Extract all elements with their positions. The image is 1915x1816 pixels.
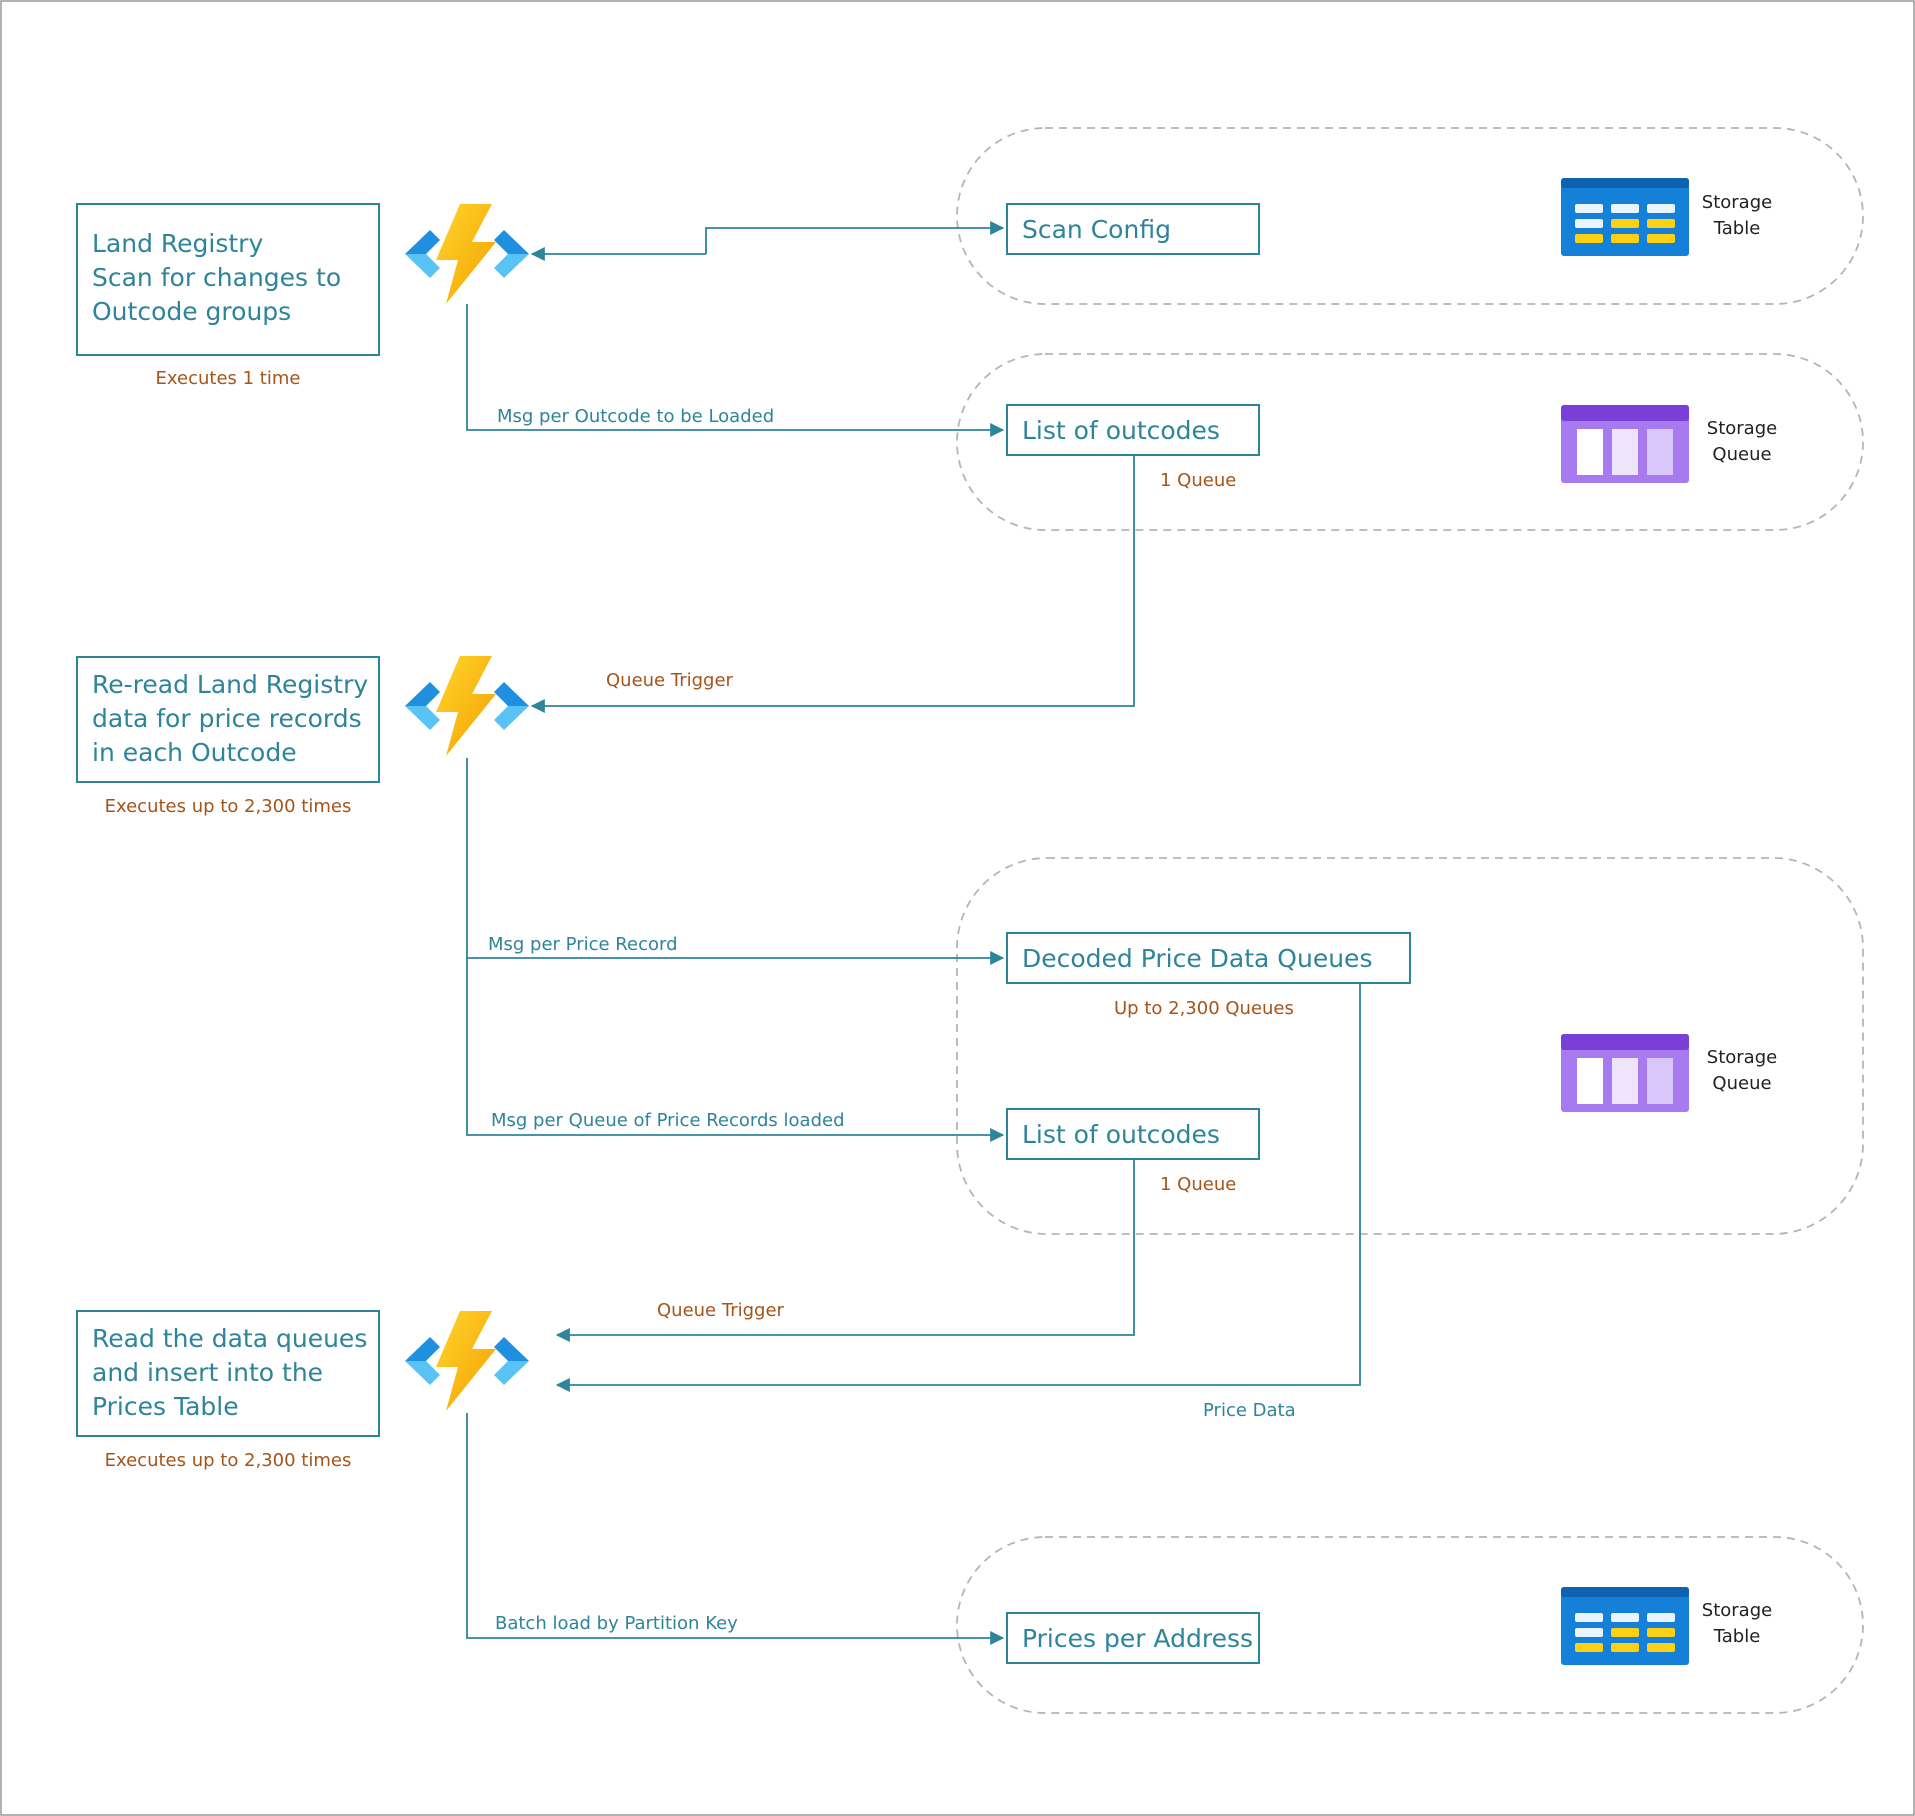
executes-label: Executes up to 2,300 times bbox=[104, 796, 352, 817]
service-label-line: Table bbox=[1713, 1626, 1761, 1647]
storage-queue-icon bbox=[1561, 405, 1689, 483]
queue-count-label: 1 Queue bbox=[1160, 1174, 1237, 1195]
storage-group-outcodes bbox=[956, 353, 1864, 531]
function-text-line: Scan for changes to bbox=[92, 263, 342, 292]
store-scan-config: Scan Config bbox=[1006, 203, 1260, 255]
store-decoded-queues: Decoded Price Data Queues bbox=[1006, 932, 1411, 984]
service-label-queue: Storage Queue bbox=[1687, 1045, 1797, 1097]
storage-table-icon bbox=[1561, 1587, 1689, 1665]
connector-batch-load bbox=[466, 1413, 1005, 1645]
service-label-line: Storage bbox=[1701, 1600, 1773, 1621]
service-label-line: Storage bbox=[1701, 192, 1773, 213]
storage-group-prices bbox=[956, 1536, 1864, 1714]
function-text-line: Land Registry bbox=[92, 229, 264, 258]
store-prices-per-address: Prices per Address bbox=[1006, 1612, 1260, 1664]
connector-scan-config bbox=[705, 221, 1005, 254]
connector-label-msg-queue: Msg per Queue of Price Records loaded bbox=[491, 1110, 845, 1131]
store-label: Decoded Price Data Queues bbox=[1022, 943, 1373, 973]
queue-count-label: 1 Queue bbox=[1160, 470, 1237, 491]
connector-label-batch-load: Batch load by Partition Key bbox=[495, 1613, 738, 1634]
connector-msg-price bbox=[466, 758, 1005, 965]
store-label: Prices per Address bbox=[1022, 1623, 1253, 1653]
azure-function-icon bbox=[405, 204, 529, 304]
store-outcodes-1: List of outcodes bbox=[1006, 404, 1260, 456]
executes-label: Executes up to 2,300 times bbox=[104, 1450, 352, 1471]
executes-label: Executes 1 time bbox=[155, 368, 301, 389]
service-label-line: Storage bbox=[1706, 1047, 1778, 1068]
connector-msg-outcode bbox=[466, 304, 1005, 437]
function-box-scan: Land Registry Scan for changes to Outcod… bbox=[76, 203, 380, 356]
service-label-line: Storage bbox=[1706, 418, 1778, 439]
connector-label-msg-price: Msg per Price Record bbox=[488, 934, 678, 955]
connector-msg-queue bbox=[466, 958, 1005, 1142]
connector-queue-trigger-1 bbox=[530, 456, 1135, 713]
store-label: List of outcodes bbox=[1022, 1119, 1220, 1149]
service-label-line: Queue bbox=[1712, 1073, 1772, 1094]
storage-group-scan-config bbox=[956, 127, 1864, 305]
function-text-line: in each Outcode bbox=[92, 738, 297, 767]
function-box-reread: Re-read Land Registry data for price rec… bbox=[76, 656, 380, 783]
service-label-table: Storage Table bbox=[1682, 190, 1792, 242]
function-text-line: Read the data queues bbox=[92, 1324, 368, 1353]
connector-queue-trigger-2 bbox=[555, 1160, 1135, 1342]
function-text-line: Re-read Land Registry bbox=[92, 670, 369, 699]
storage-table-icon bbox=[1561, 178, 1689, 256]
store-label: List of outcodes bbox=[1022, 415, 1220, 445]
azure-function-icon bbox=[405, 656, 529, 756]
function-text-line: data for price records bbox=[92, 704, 362, 733]
connector-label-queue-trigger: Queue Trigger bbox=[657, 1300, 784, 1321]
store-outcodes-2: List of outcodes bbox=[1006, 1108, 1260, 1160]
connector-label-queue-trigger: Queue Trigger bbox=[606, 670, 733, 691]
azure-function-icon bbox=[405, 1311, 529, 1411]
store-label: Scan Config bbox=[1022, 214, 1171, 244]
storage-queue-icon bbox=[1561, 1034, 1689, 1112]
service-label-queue: Storage Queue bbox=[1687, 416, 1797, 468]
queue-count-label: Up to 2,300 Queues bbox=[1114, 998, 1294, 1019]
connector-label-msg-outcode: Msg per Outcode to be Loaded bbox=[497, 406, 775, 427]
function-text-line: and insert into the bbox=[92, 1358, 324, 1387]
connector-label-price-data: Price Data bbox=[1203, 1400, 1296, 1421]
connector-price-data bbox=[555, 984, 1361, 1392]
service-label-table: Storage Table bbox=[1682, 1598, 1792, 1650]
function-text-line: Prices Table bbox=[92, 1392, 239, 1421]
service-label-line: Queue bbox=[1712, 444, 1772, 465]
function-box-insert: Read the data queues and insert into the… bbox=[76, 1310, 380, 1437]
function-text-line: Outcode groups bbox=[92, 297, 292, 326]
service-label-line: Table bbox=[1713, 218, 1761, 239]
